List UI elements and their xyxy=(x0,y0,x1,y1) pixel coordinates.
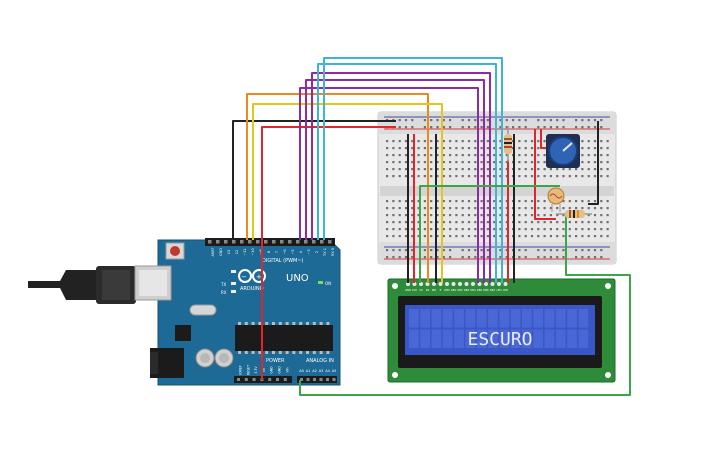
wire-cyan-led xyxy=(323,57,503,283)
lcd-pin-label: RS xyxy=(426,288,430,292)
lcd-pin-label: LED xyxy=(496,288,501,292)
lcd-pin-label: VCC xyxy=(412,288,418,292)
analog-in-label: ANALOG IN xyxy=(306,358,334,364)
digital-pin-label: ~11 xyxy=(243,248,247,255)
wire-red-5v xyxy=(261,126,396,380)
usb-cable xyxy=(28,266,136,304)
analog-pin-label: A5 xyxy=(332,369,337,373)
power-pin-label: 3.3V xyxy=(254,366,258,374)
analog-pin-label: A3 xyxy=(319,369,324,373)
wire-green-v0 xyxy=(419,185,560,283)
analog-header xyxy=(297,376,337,383)
digital-pin-label: ~3 xyxy=(307,249,311,254)
analog-pin-label: A0 xyxy=(299,369,304,373)
power-pin-label: 5V xyxy=(262,367,266,372)
analog-pin-label: A4 xyxy=(325,369,330,373)
lcd-pin-label: DB4 xyxy=(470,288,476,292)
breadboard-holes xyxy=(386,119,609,259)
rx-label: RX xyxy=(221,290,227,295)
tx-label: TX xyxy=(220,282,226,287)
power-pin-label: GND xyxy=(270,366,274,374)
digital-pin-label: 12 xyxy=(235,250,239,254)
wire-red-pot xyxy=(540,129,547,149)
reset-button[interactable] xyxy=(165,242,185,260)
lcd-pin-label: DB3 xyxy=(464,288,470,292)
digital-pwm-label: DIGITAL (PWM~) xyxy=(262,258,304,264)
lcd-display-text: ESCURO xyxy=(467,329,532,350)
power-pin-label: RESET xyxy=(246,365,250,375)
lcd-pin-label: DB2 xyxy=(457,288,463,292)
digital-pin-label: 8 xyxy=(267,251,271,253)
arduino-logo: − + ARDUINO xyxy=(238,269,266,292)
arduino-brand: ARDUINO xyxy=(240,286,264,292)
wire-green-a0 xyxy=(299,215,631,396)
lcd-pin-label: DB1 xyxy=(451,288,457,292)
digital-pin-label: RX 0 xyxy=(331,248,335,256)
digital-pin-label: AREF xyxy=(211,247,215,256)
wire-orange-rs xyxy=(246,93,429,283)
digital-header xyxy=(205,238,335,246)
resistor-bottom xyxy=(556,210,592,218)
digital-pin-holes xyxy=(208,240,332,244)
digital-pin-label: ~5 xyxy=(291,249,295,254)
wire-black-gnd xyxy=(232,120,396,240)
lcd-pin-label: GND xyxy=(405,288,411,292)
on-label: ON xyxy=(325,281,331,286)
power-pin-label: GND xyxy=(278,366,282,374)
atmega-chip xyxy=(235,322,333,354)
digital-pin-label: 4 xyxy=(299,250,303,253)
photoresistor xyxy=(547,187,565,212)
digital-pin-label: ~6 xyxy=(283,249,287,254)
lcd-pin-label: DB5 xyxy=(477,288,483,292)
wire-yellow-e xyxy=(252,103,443,283)
wire-purple-db5 xyxy=(305,79,485,283)
analog-pin-label: A2 xyxy=(312,369,317,373)
wire-purple-db6 xyxy=(311,72,491,283)
lcd-pin-label: DB6 xyxy=(483,288,489,292)
potentiometer[interactable] xyxy=(546,134,580,168)
digital-pin-label: GND xyxy=(219,248,223,256)
lcd-pin-label: E xyxy=(440,288,442,292)
arduino-model: UNO xyxy=(286,273,309,284)
lcd-pin-label: LED xyxy=(503,288,508,292)
digital-pin-label: 2 xyxy=(315,251,319,253)
power-pin-label: IOREF xyxy=(239,365,243,375)
analog-pin-label: A1 xyxy=(306,369,311,373)
power-label: POWER xyxy=(266,358,285,364)
digital-pin-label: TX 1 xyxy=(323,248,327,257)
digital-pin-label: 13 xyxy=(227,250,231,254)
wires xyxy=(232,57,631,396)
power-pin-label: Vin xyxy=(285,367,289,372)
lcd-pin-label: RW xyxy=(432,288,437,292)
svg-text:−: − xyxy=(241,273,247,281)
lcd-pin-label: V0 xyxy=(419,288,423,292)
lcd-character-cells xyxy=(409,309,589,348)
lcd-pin-label: DB0 xyxy=(444,288,450,292)
resistor-top xyxy=(504,126,512,162)
wire-black-pot xyxy=(588,121,599,205)
digital-pin-label: 7 xyxy=(275,251,279,253)
svg-text:+: + xyxy=(256,273,262,281)
lcd-pin-label: DB7 xyxy=(490,288,496,292)
wire-red-ldr xyxy=(534,129,556,220)
wire-cyan-db7 xyxy=(317,63,497,283)
digital-pin-label: ~10 xyxy=(251,248,255,255)
